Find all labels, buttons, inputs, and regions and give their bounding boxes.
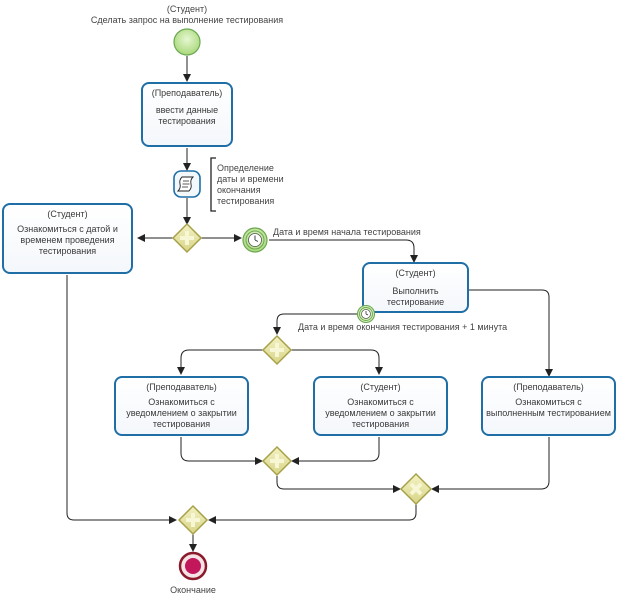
x-icon [409,482,423,496]
plus-icon [270,454,284,468]
parallel-gateway-split[interactable] [171,222,203,254]
task-role: (Преподаватель) [146,382,217,392]
task-review-results[interactable]: (Преподаватель) Ознакомиться с выполненн… [481,376,616,436]
plus-icon [270,343,284,357]
script-icon [173,170,201,198]
parallel-gateway-final[interactable] [177,504,209,536]
task-enter-data[interactable]: (Преподаватель) ввести данные тестирован… [141,82,233,147]
task-do-test[interactable]: (Студент) Выполнить тестирование [362,262,469,313]
flow-review-to-xor [431,437,550,493]
parallel-gateway-split-2[interactable] [261,334,293,366]
boundary-timer-event[interactable] [356,304,376,324]
parallel-gateway-join[interactable] [261,445,293,477]
flow-notify-teacher-to-join [180,437,263,465]
plus-icon [180,231,194,245]
task-role: (Студент) [360,382,401,392]
flow-boundary-to-gateway [273,313,363,335]
annotation-text: Определение даты и времени окончания тес… [217,163,284,206]
task-role: (Студент) [395,268,436,278]
task-name: Выполнить тестирование [386,286,445,307]
task-name: Ознакомиться с уведомлением о закрытии т… [325,397,436,429]
timer-boundary-label: Дата и время окончания тестирования + 1 … [298,322,508,332]
clock-icon[interactable] [242,227,268,253]
start-event[interactable] [173,28,201,56]
flow-dotest-to-review [469,289,553,377]
task-name: Ознакомиться с датой и временем проведен… [17,224,118,256]
task-acquaint-date[interactable]: (Студент) Ознакомиться с датой и времене… [2,203,133,274]
task-name: Ознакомиться с выполненным тестированием [486,397,611,418]
exclusive-gateway[interactable] [399,472,433,506]
start-event-role: (Студент) [166,4,208,14]
task-role: (Преподаватель) [513,382,584,392]
flow-join-to-xor [276,476,401,493]
flow-gateway-to-notify-student [291,349,383,375]
task-notify-student[interactable]: (Студент) Ознакомиться с уведомлением о … [313,376,448,436]
task-name: Ознакомиться с уведомлением о закрытии т… [126,397,237,429]
plus-icon [186,513,200,527]
task-role: (Студент) [47,209,88,219]
flow-timer-to-dotest [269,239,418,263]
task-notify-teacher[interactable]: (Преподаватель) Ознакомиться с уведомлен… [114,376,249,436]
task-role: (Преподаватель) [151,88,223,98]
start-event-label: Сделать запрос на выполнение тестировани… [90,15,284,25]
end-event-label: Окончание [170,585,216,595]
annotation-bracket [210,157,216,212]
flow-xor-to-final [208,504,417,524]
task-name: ввести данные тестирования [155,105,219,126]
flow-notify-student-to-join [291,437,380,465]
timer-start-label: Дата и время начала тестирования [273,227,421,237]
end-event[interactable] [178,551,208,581]
flow-acquaint-to-final [66,275,177,524]
sequence-flows [66,56,553,552]
flow-gateway-to-notify-teacher [177,349,263,375]
